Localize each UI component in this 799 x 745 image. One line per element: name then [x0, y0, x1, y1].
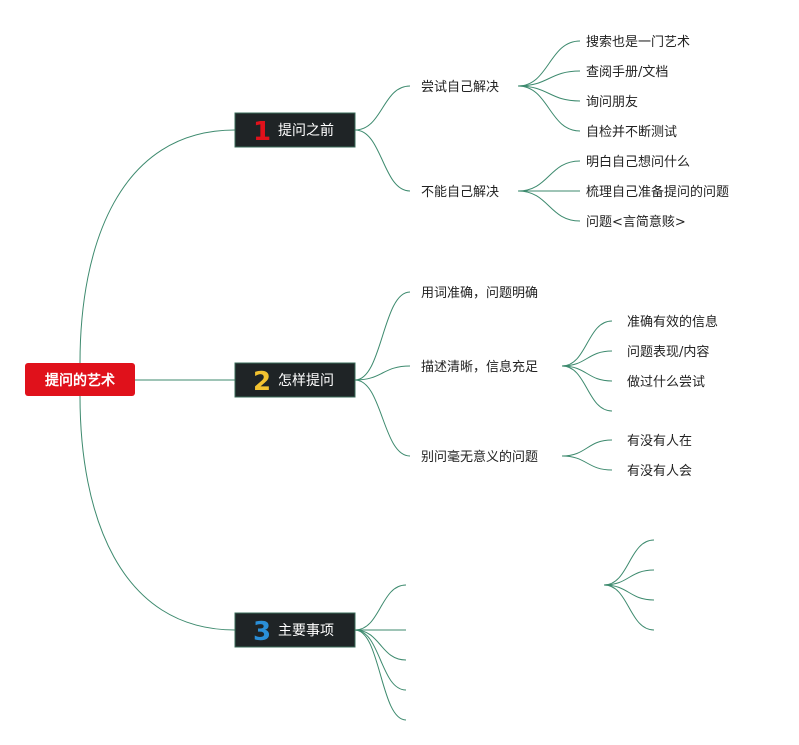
edge: [561, 320, 613, 367]
branch-number-1: 1: [253, 117, 271, 147]
root-node-label: 提问的艺术: [45, 372, 115, 389]
edge: [517, 40, 581, 87]
edge: [354, 85, 411, 131]
topic-node[interactable]: 描述清晰，信息充足: [421, 359, 538, 375]
edge: [517, 70, 581, 87]
leaf-node[interactable]: 问题<言简意赅>: [586, 214, 686, 230]
edge: [354, 629, 407, 721]
branch-node-2-box: [234, 362, 356, 398]
edge: [561, 365, 613, 412]
topic-node[interactable]: 用词准确，问题明确: [421, 286, 538, 301]
branch-number-2: 2: [253, 367, 271, 397]
edge: [603, 584, 655, 631]
edge: [354, 584, 407, 631]
edge-root-branch-1: [79, 129, 236, 364]
leaf-node[interactable]: 有没有人在: [627, 434, 692, 449]
leaf-node[interactable]: 明白自己想问什么: [586, 154, 690, 170]
branch-number-3: 3: [253, 617, 271, 647]
topic-node[interactable]: 别问毫无意义的问题: [421, 449, 538, 465]
leaf-node[interactable]: 问题表现/内容: [627, 344, 709, 360]
leaf-node[interactable]: 有没有人会: [627, 464, 692, 479]
branch-node-3[interactable]: 3 主要事项: [234, 612, 356, 648]
branch-node-1-box: [234, 112, 356, 148]
branch-node-3-box: [234, 612, 356, 648]
edge: [354, 291, 411, 381]
leaf-node[interactable]: 询问朋友: [586, 94, 638, 110]
leaf-node[interactable]: 搜索也是一门艺术: [586, 35, 690, 50]
edge: [603, 569, 655, 586]
leaf-node[interactable]: 梳理自己准备提问的问题: [586, 184, 729, 200]
branch-label-2: 怎样提问: [278, 373, 334, 389]
topic-node[interactable]: 尝试自己解决: [421, 80, 499, 95]
edge: [354, 379, 411, 457]
leaf-node[interactable]: 查阅手册/文档: [586, 65, 668, 80]
branch-node-2[interactable]: 2 怎样提问: [234, 362, 356, 398]
root-node-box: [25, 363, 135, 396]
edge: [561, 455, 613, 471]
branch-label-3: 主要事项: [278, 623, 334, 639]
edge-root-branch-3: [79, 395, 236, 631]
edge: [354, 365, 411, 381]
edge: [517, 85, 581, 102]
leaf-node[interactable]: 自检并不断测试: [586, 125, 677, 140]
edge: [354, 129, 411, 192]
edge: [354, 629, 407, 661]
edge: [603, 539, 655, 586]
leaf-node[interactable]: 做过什么尝试: [627, 375, 705, 390]
topic-node[interactable]: 不能自己解决: [421, 185, 499, 200]
edge: [603, 584, 655, 601]
edge: [561, 350, 613, 367]
edge: [517, 85, 581, 132]
branch-label-1: 提问之前: [278, 122, 334, 139]
edge: [561, 365, 613, 382]
leaf-node[interactable]: 准确有效的信息: [627, 314, 718, 330]
edge: [517, 190, 581, 222]
edge: [561, 439, 613, 457]
branch-node-1[interactable]: 1 提问之前: [234, 112, 356, 148]
connector-lines: [79, 40, 655, 721]
root-node[interactable]: 提问的艺术: [25, 363, 135, 396]
edge: [517, 160, 581, 192]
edge: [354, 629, 407, 691]
